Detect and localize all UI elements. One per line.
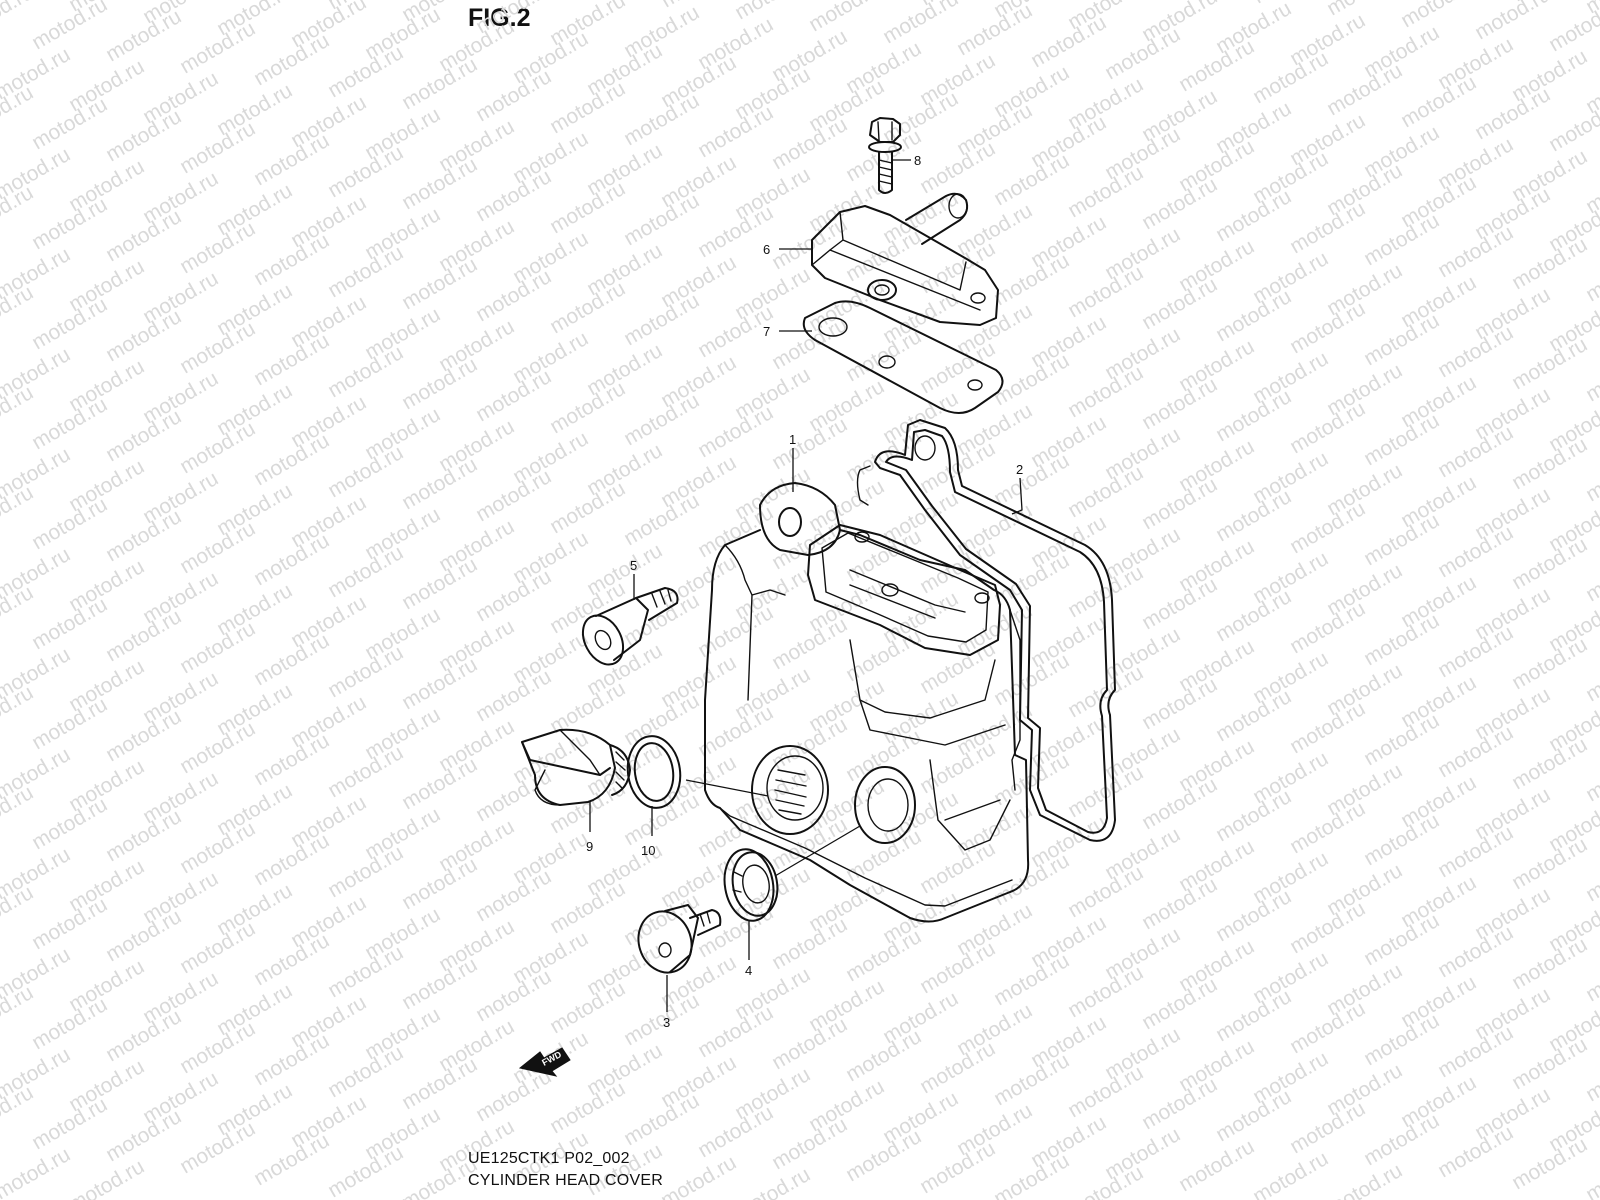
watermark-text: motod.ru <box>805 0 888 36</box>
part-1-cylinder-head-cover <box>704 482 1030 923</box>
watermark-text: motod.ru <box>1323 1159 1406 1200</box>
watermark-text: motod.ru <box>1323 0 1406 20</box>
callout-2: 2 <box>1016 462 1023 477</box>
part-4-seal <box>723 848 779 922</box>
watermark-text: motod.ru <box>657 1151 740 1200</box>
part-9-oil-filler-cap <box>521 728 631 806</box>
callout-3: 3 <box>663 1015 670 1030</box>
callout-labels: 1 2 3 4 5 6 7 8 9 10 <box>586 153 1023 1030</box>
part-8-bolt <box>868 117 902 194</box>
callout-9: 9 <box>586 839 593 854</box>
watermark-text: motod.ru <box>731 0 814 24</box>
callout-7: 7 <box>763 324 770 339</box>
callout-5: 5 <box>630 558 637 573</box>
watermark-text: motod.ru <box>28 0 111 54</box>
figure-title: FIG.2 <box>468 4 531 32</box>
watermark-text: motod.ru <box>1397 0 1480 32</box>
callout-1: 1 <box>789 432 796 447</box>
watermark-text: motod.ru <box>1249 1147 1332 1200</box>
part-6-breather-cover <box>811 192 999 326</box>
watermark-text: motod.ru <box>1545 0 1600 56</box>
watermark-text: motod.ru <box>583 1139 666 1200</box>
watermark-text: motod.ru <box>657 0 740 12</box>
part-3-plug <box>637 904 722 974</box>
footer-part-name: CYLINDER HEAD COVER <box>468 1172 663 1189</box>
part-5-stepped-bolt <box>581 587 679 666</box>
watermark-text: motod.ru <box>1249 0 1332 8</box>
leader-lines <box>589 159 1023 1012</box>
watermark-text: motod.ru <box>65 1155 148 1200</box>
callout-6: 6 <box>763 242 770 257</box>
callout-10: 10 <box>641 843 655 858</box>
footer-model-code: UE125CTK1 P02_002 <box>468 1150 630 1167</box>
watermark-text: motod.ru <box>1175 1135 1258 1196</box>
watermark-text: motod.ru <box>731 1163 814 1200</box>
part-10-o-ring <box>626 735 682 809</box>
callout-8: 8 <box>914 153 921 168</box>
watermark-text: motod.ru <box>879 0 962 48</box>
part-2-cover-gasket <box>856 419 1116 842</box>
part-7-breather-gasket <box>802 300 1004 414</box>
watermark-text: motod.ru <box>1471 0 1554 44</box>
callout-4: 4 <box>745 963 752 978</box>
